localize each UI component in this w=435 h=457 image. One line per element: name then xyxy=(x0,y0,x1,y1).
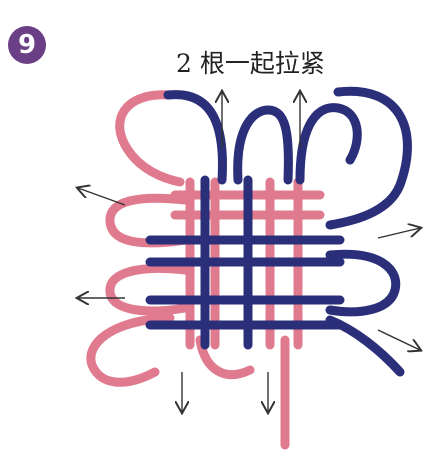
instruction-caption: 2 根一起拉紧 xyxy=(176,49,325,78)
navy-right-top-loop xyxy=(325,86,412,230)
pull-arrows xyxy=(78,92,420,412)
pink-bottom-loop xyxy=(195,335,255,379)
pink-bottom-left-loop xyxy=(86,313,175,387)
navy-top-loop-1 xyxy=(163,90,227,185)
arrow-right-1 xyxy=(377,228,420,239)
navy-top-loop-2 xyxy=(233,105,293,185)
pink-top-left-loop xyxy=(115,90,185,187)
navy-right-loop xyxy=(325,249,401,317)
arrow-right-2 xyxy=(377,329,420,350)
navy-cord xyxy=(145,86,412,377)
navy-top-loop-3 xyxy=(295,103,362,185)
arrow-left-1 xyxy=(78,188,126,206)
pink-left-loop-2 xyxy=(105,263,190,316)
navy-verticals xyxy=(200,175,253,350)
step-number-badge: 9 xyxy=(8,26,46,64)
